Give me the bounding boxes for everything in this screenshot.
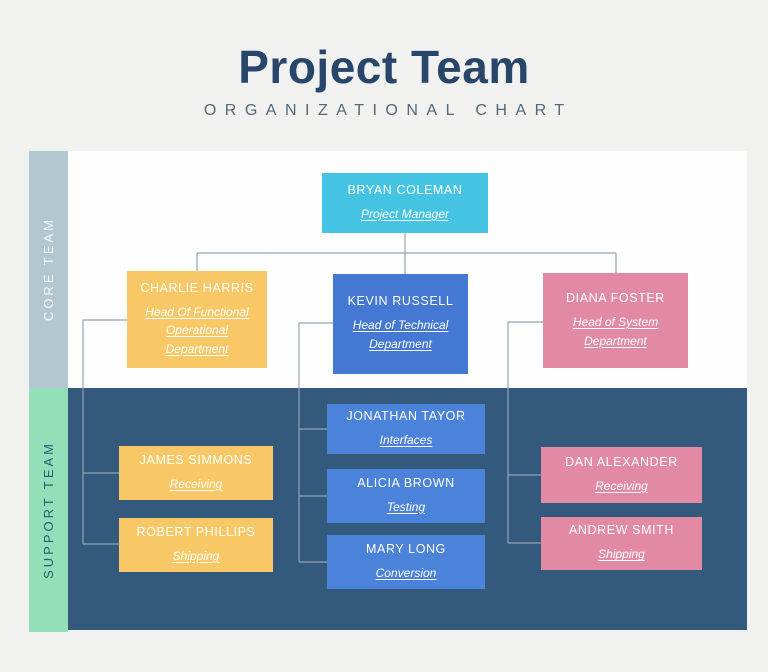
core-team-strip: CORE TEAM: [29, 151, 68, 388]
person-role: Receiving: [169, 476, 223, 491]
person-name: BRYAN COLEMAN: [347, 182, 463, 197]
support-team-label: SUPPORT TEAM: [41, 441, 56, 579]
support-team-strip: SUPPORT TEAM: [29, 388, 68, 632]
org-node-support-interfaces: JONATHAN TAYOR Interfaces: [327, 404, 485, 454]
person-role: Shipping: [172, 548, 220, 563]
person-role: Project Manager: [360, 206, 450, 221]
person-name: ROBERT PHILLIPS: [136, 524, 256, 539]
core-team-label: CORE TEAM: [41, 217, 56, 322]
person-role: Shipping: [598, 547, 645, 562]
org-node-support-shipping-system: ANDREW SMITH Shipping: [541, 517, 702, 570]
org-node-head-system: DIANA FOSTER Head of System Department: [543, 273, 688, 368]
org-node-support-shipping-functional: ROBERT PHILLIPS Shipping: [119, 518, 273, 572]
org-node-support-conversion: MARY LONG Conversion: [327, 535, 485, 589]
person-role: Interfaces: [379, 432, 433, 447]
person-name: JONATHAN TAYOR: [346, 408, 466, 423]
person-name: KEVIN RUSSELL: [347, 294, 454, 309]
org-node-project-manager: BRYAN COLEMAN Project Manager: [322, 173, 488, 233]
page-header: Project Team ORGANIZATIONAL CHART: [0, 42, 768, 120]
page-subtitle: ORGANIZATIONAL CHART: [203, 101, 573, 119]
person-name: DAN ALEXANDER: [565, 454, 678, 469]
person-name: CHARLIE HARRIS: [140, 280, 254, 295]
person-role: Head Of Functional Operational Departmen…: [145, 304, 249, 356]
person-role: Conversion: [375, 565, 437, 580]
org-node-support-receiving-system: DAN ALEXANDER Receiving: [541, 447, 702, 503]
person-name: MARY LONG: [366, 541, 446, 556]
org-node-head-functional: CHARLIE HARRIS Head Of Functional Operat…: [127, 271, 267, 368]
person-name: ANDREW SMITH: [568, 523, 675, 538]
person-role: Receiving: [595, 478, 648, 493]
person-name: ALICIA BROWN: [357, 475, 455, 490]
org-node-support-testing: ALICIA BROWN Testing: [327, 469, 485, 523]
person-role: Head of Technical Department: [352, 318, 449, 351]
org-node-head-technical: KEVIN RUSSELL Head of Technical Departme…: [333, 274, 468, 374]
person-name: DIANA FOSTER: [566, 290, 665, 305]
person-name: JAMES SIMMONS: [139, 452, 253, 467]
person-role: Head of System Department: [572, 314, 659, 348]
org-node-support-receiving-functional: JAMES SIMMONS Receiving: [119, 446, 273, 500]
person-role: Testing: [386, 499, 426, 514]
page-title: Project Team: [238, 41, 530, 93]
